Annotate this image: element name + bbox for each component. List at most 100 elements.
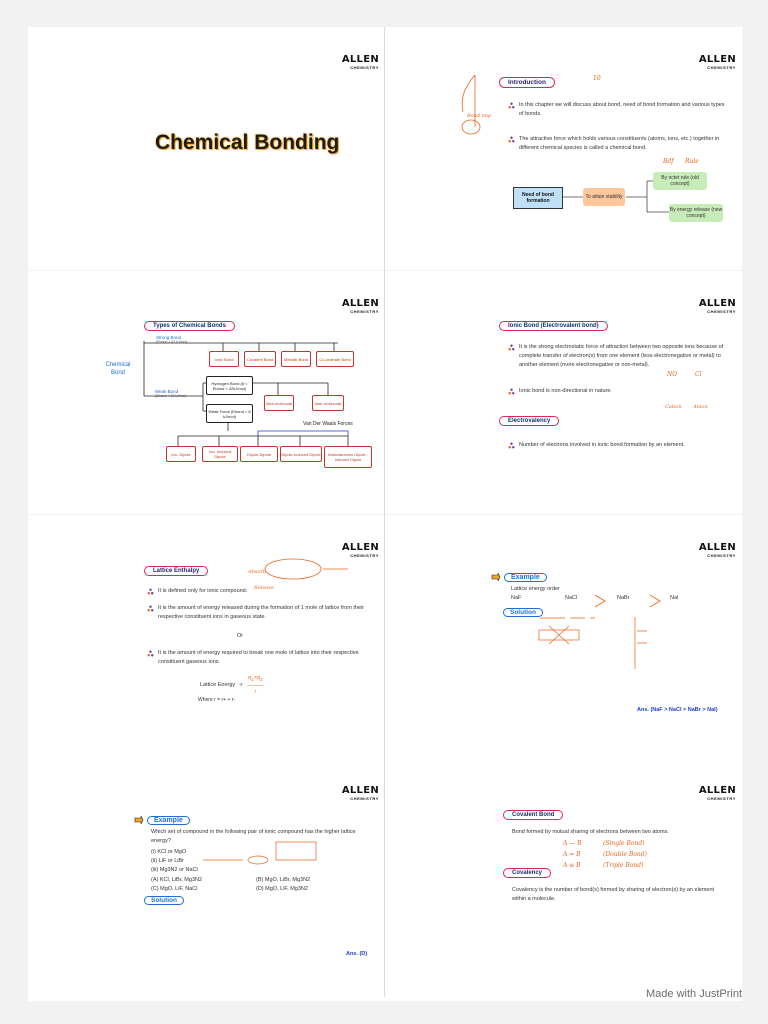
section-heading: Lattice Enthalpy: [144, 566, 209, 576]
bullet-icon: [147, 605, 154, 612]
bullet-text: Ionic bond is non-directional in nature.: [508, 387, 669, 396]
vdw-box-5: Instantaneous Dipole - Induced Dipole: [324, 446, 372, 468]
page-divider: [384, 27, 385, 997]
root-label: Chemical Bond: [105, 362, 131, 376]
compound-nai: NaI: [670, 595, 679, 601]
bullet-text: It is defined only for ionic compound.: [147, 587, 338, 596]
ink-note: Absorb: [248, 569, 266, 575]
triple-bond-name: (Triple Bond): [603, 862, 644, 869]
bullet-icon: [508, 102, 515, 109]
page-title: Chemical Bonding: [155, 131, 340, 154]
example-badge: Example: [134, 815, 190, 825]
single-bond-notation: A — B: [563, 840, 582, 847]
ink-note: 10: [593, 75, 601, 82]
option-b: (B) MgO, LiBr, Mg3N2: [256, 877, 311, 883]
ink-note: Rule: [685, 158, 699, 165]
formula: Lattice Energy∝ q1×q2———r: [200, 675, 264, 696]
example-badge: Example: [491, 572, 547, 582]
bullet-icon: [508, 344, 515, 351]
coordinate-bond-box: Co-ordinate Bond: [316, 351, 354, 367]
question-text: Which set of compound in the following p…: [151, 829, 356, 844]
vdw-box-1: Ion- Dipole: [166, 446, 196, 462]
handwriting-scribble: [461, 74, 481, 135]
flow-connectors: [563, 180, 669, 213]
bullet-icon: [147, 588, 154, 595]
flow-attain-box: To attain stability: [583, 188, 625, 206]
section-heading: Covalency: [503, 868, 552, 878]
section-heading: Covalent Bond: [503, 810, 564, 820]
option-d: (D) MgO, LiF, Mg3N2: [256, 886, 308, 892]
flow-octet-box: By octet rule (old concept): [653, 172, 707, 190]
ionic-bond-box: Ionic Bond: [209, 351, 239, 367]
or-separator: Or: [237, 633, 244, 639]
comparison-arrows: [594, 594, 661, 608]
answer-text: Ans. (NaF > NaCl > NaBr > NaI): [637, 707, 718, 713]
bullet-icon: [508, 388, 515, 395]
ink-note: Bdf: [663, 158, 674, 165]
ink-note: NO: [667, 371, 678, 378]
pair-3: (iii) Mg3N2 or NaCl: [151, 867, 198, 873]
section-heading: Electrovalency: [499, 416, 560, 426]
triple-bond-notation: A ≡ B: [563, 862, 581, 869]
bullet-text: It is the strong electrostatic force of …: [508, 343, 731, 370]
metallic-bond-box: Metallic Bond: [281, 351, 311, 367]
handwriting-working: [203, 841, 317, 865]
ink-note: Cation: [665, 404, 682, 410]
bullet-text: Number of electrons involved in ionic bo…: [508, 441, 731, 450]
section-heading: Ionic Bond (Electrovalent bond): [499, 321, 608, 331]
weak-bond-label: Weak Bond(Ebond < 42 kJ/mol): [155, 389, 187, 398]
answer-text: Ans. (D): [346, 951, 368, 957]
pointer-hand-icon: [491, 572, 501, 582]
option-c: (C) MgO, LiF, NaCl: [151, 886, 198, 892]
option-a: (A) KCl, LiBr, Mg3N2: [151, 877, 203, 883]
single-bond-name: (Single Bond): [603, 840, 645, 847]
weak-force-box: Weak Force (Ebond < 8 kJ/mol): [206, 404, 253, 423]
pair-1: (i) KCl or MgO: [151, 849, 187, 855]
pair-2: (ii) LiF or LiBr: [151, 858, 185, 864]
ink-note: Anion: [693, 404, 708, 410]
double-bond-notation: A = B: [563, 851, 581, 858]
question-text: Lattice energy order: [511, 586, 560, 592]
bullet-icon: [147, 650, 154, 657]
section-heading: Introduction: [499, 77, 555, 88]
covalent-bond-box: Covalent Bond: [244, 351, 276, 367]
tree-connectors: [143, 341, 349, 446]
double-bond-name: (Double Bond): [603, 851, 647, 858]
intra-molecular-box: Intra-molecular: [264, 395, 294, 411]
section-heading: Types of Chemical Bonds: [144, 321, 235, 331]
handwriting-working: [538, 617, 647, 669]
inter-molecular-box: Inter-molecular: [312, 395, 344, 411]
vdw-box-4: Dipole-Induced Dipole: [280, 446, 322, 462]
definition-text: Bond formed by mutual sharing of electro…: [512, 829, 669, 835]
footer-watermark: Made with JustPrint: [646, 988, 742, 1000]
definition-text: Covalency is the number of bond(s) forme…: [512, 887, 715, 902]
solution-badge: Solution: [503, 608, 543, 617]
vdw-box-3: Dipole-Dipole: [240, 446, 278, 462]
ink-note: Cl: [695, 371, 702, 378]
compound-naf: NaF: [511, 595, 522, 601]
handwriting-scribble: [264, 558, 348, 580]
bullet-icon: [508, 136, 515, 143]
bullet-text: The attractive force which holds various…: [508, 135, 729, 153]
flow-energy-box: By energy release (new concept): [669, 204, 723, 222]
compound-nabr: NaBr: [617, 595, 630, 601]
strong-bond-label: Strong Bond(Ebond > 42 kJ/mol): [156, 335, 188, 344]
bullet-icon: [508, 442, 515, 449]
bullet-text: It is the amount of energy released duri…: [147, 604, 368, 622]
